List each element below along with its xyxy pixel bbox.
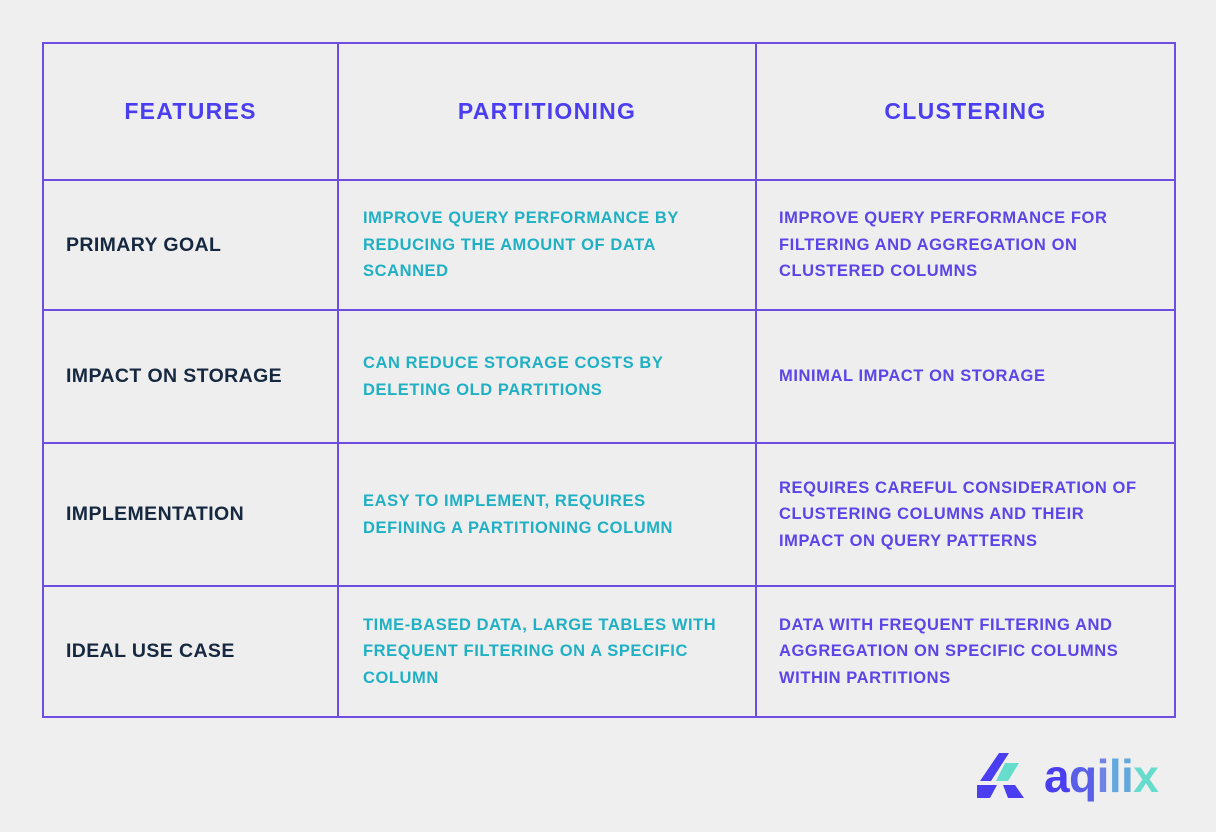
aqilix-a-mark-icon	[975, 751, 1031, 801]
comparison-table: FEATURES PARTITIONING CLUSTERING PRIMARY…	[42, 42, 1176, 718]
table-row: IDEAL USE CASE TIME-BASED DATA, LARGE TA…	[42, 585, 1176, 718]
wordmark-part-5: x	[1133, 750, 1159, 802]
cell-partitioning-implementation: EASY TO IMPLEMENT, REQUIRES DEFINING A P…	[337, 442, 757, 587]
column-header-features: FEATURES	[42, 42, 339, 181]
column-header-partitioning: PARTITIONING	[337, 42, 757, 181]
aqilix-logo: a q i li x	[975, 745, 1159, 807]
row-label-implementation: IMPLEMENTATION	[42, 442, 339, 587]
wordmark-part-2: q	[1069, 750, 1097, 802]
aqilix-wordmark: a q i li x	[1044, 750, 1159, 802]
table-row: IMPACT ON STORAGE CAN REDUCE STORAGE COS…	[42, 309, 1176, 444]
table-header-row: FEATURES PARTITIONING CLUSTERING	[42, 42, 1176, 181]
row-label-impact-on-storage: IMPACT ON STORAGE	[42, 309, 339, 444]
cell-clustering-implementation: REQUIRES CAREFUL CONSIDERATION OF CLUSTE…	[755, 442, 1176, 587]
table-header: FEATURES PARTITIONING CLUSTERING	[42, 42, 1176, 181]
table-body: PRIMARY GOAL IMPROVE QUERY PERFORMANCE B…	[42, 179, 1176, 718]
cell-partitioning-ideal-use-case: TIME-BASED DATA, LARGE TABLES WITH FREQU…	[337, 585, 757, 718]
row-label-ideal-use-case: IDEAL USE CASE	[42, 585, 339, 718]
cell-clustering-ideal-use-case: DATA WITH FREQUENT FILTERING AND AGGREGA…	[755, 585, 1176, 718]
row-label-primary-goal: PRIMARY GOAL	[42, 179, 339, 311]
table-row: PRIMARY GOAL IMPROVE QUERY PERFORMANCE B…	[42, 179, 1176, 311]
wordmark-part-1: a	[1044, 750, 1070, 802]
cell-partitioning-primary-goal: IMPROVE QUERY PERFORMANCE BY REDUCING TH…	[337, 179, 757, 311]
cell-clustering-primary-goal: IMPROVE QUERY PERFORMANCE FOR FILTERING …	[755, 179, 1176, 311]
table-row: IMPLEMENTATION EASY TO IMPLEMENT, REQUIR…	[42, 442, 1176, 587]
cell-partitioning-impact-on-storage: CAN REDUCE STORAGE COSTS BY DELETING OLD…	[337, 309, 757, 444]
wordmark-part-4: li	[1108, 750, 1134, 802]
wordmark-part-3: i	[1096, 750, 1110, 802]
column-header-clustering: CLUSTERING	[755, 42, 1176, 181]
cell-clustering-impact-on-storage: MINIMAL IMPACT ON STORAGE	[755, 309, 1176, 444]
